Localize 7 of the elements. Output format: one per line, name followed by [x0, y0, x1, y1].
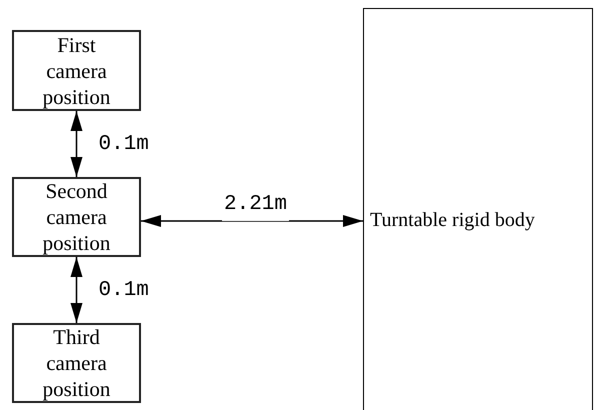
camera-box: Third camera position — [12, 323, 141, 403]
arrow — [70, 257, 82, 323]
arrow — [70, 111, 82, 177]
rigid-body-box: Turntable rigid body — [363, 8, 593, 410]
camera-box: Second camera position — [12, 177, 141, 257]
camera-box: First camera position — [12, 30, 141, 111]
arrow — [141, 215, 363, 227]
